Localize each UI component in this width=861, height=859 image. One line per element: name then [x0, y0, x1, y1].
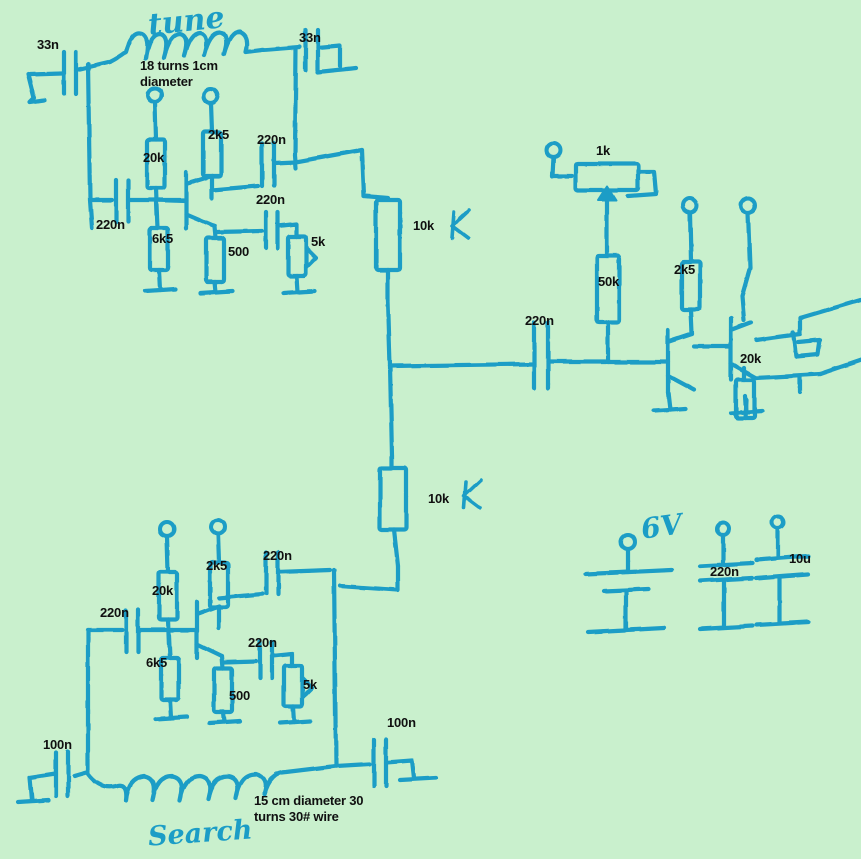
resistor-5k-search	[277, 663, 315, 726]
resistor-50k	[594, 233, 622, 365]
resistor-6k5-search	[153, 632, 190, 722]
capacitor-10u-supply	[753, 514, 811, 628]
transistor-amp-1	[605, 327, 697, 414]
inductor-tune-coil	[107, 29, 265, 65]
capacitor-33n-right	[303, 27, 359, 75]
capacitor-220n-tune-emitter	[213, 209, 299, 251]
resistor-20k-search	[156, 520, 180, 649]
resistor-5k-tune	[281, 233, 319, 296]
capacitor-220n-tune-output	[209, 140, 299, 193]
capacitor-100n-right	[333, 737, 439, 789]
battery-6v	[583, 533, 675, 635]
wire-tune-right-drop	[292, 45, 299, 171]
wire-mixer-mid-lower	[387, 363, 395, 459]
capacitor-220n-supply	[697, 521, 755, 632]
wire-tune-base	[153, 197, 189, 204]
capacitor-100n-left	[15, 749, 91, 805]
wire-tune-left-rail	[85, 61, 95, 231]
wire-coil-to-right	[259, 44, 303, 53]
resistor-500-search	[206, 653, 243, 726]
headphone-output-jack	[753, 297, 861, 395]
inductor-search-coil	[85, 763, 339, 803]
wire-mixer-mid-upper	[385, 297, 393, 369]
capacitor-220n-tune-input	[89, 177, 163, 225]
wire-search-right-rail	[331, 567, 339, 769]
capacitor-33n-left	[25, 49, 113, 105]
capacitor-220n-search-output	[216, 549, 333, 601]
wire-mixer-to-search	[337, 563, 401, 593]
transistor-amp-2	[691, 196, 759, 383]
annotation-k-mark-upper	[450, 208, 471, 240]
resistor-2k5-amp	[679, 196, 703, 337]
resistor-20k-amp	[728, 365, 765, 421]
wire-mixer-down-upper	[359, 147, 367, 199]
resistor-20k-tune	[144, 86, 168, 218]
wire-tune-out-to-mixer	[293, 147, 365, 165]
wire-mixer-to-amp	[387, 361, 537, 369]
resistor-10k-upper	[361, 193, 403, 303]
potentiometer-1k	[544, 141, 659, 239]
resistor-6k5-tune	[142, 202, 179, 294]
resistor-10k-lower	[377, 453, 409, 569]
capacitor-220n-amp-input	[531, 319, 609, 391]
capacitor-220n-search-emitter	[221, 639, 295, 681]
resistor-2k5-search	[207, 518, 231, 631]
transistor-search	[169, 599, 225, 661]
capacitor-220n-search-input	[85, 607, 175, 655]
resistor-2k5-tune	[200, 87, 224, 201]
resistor-500-tune	[198, 223, 235, 296]
annotation-k-mark-lower	[462, 478, 483, 510]
